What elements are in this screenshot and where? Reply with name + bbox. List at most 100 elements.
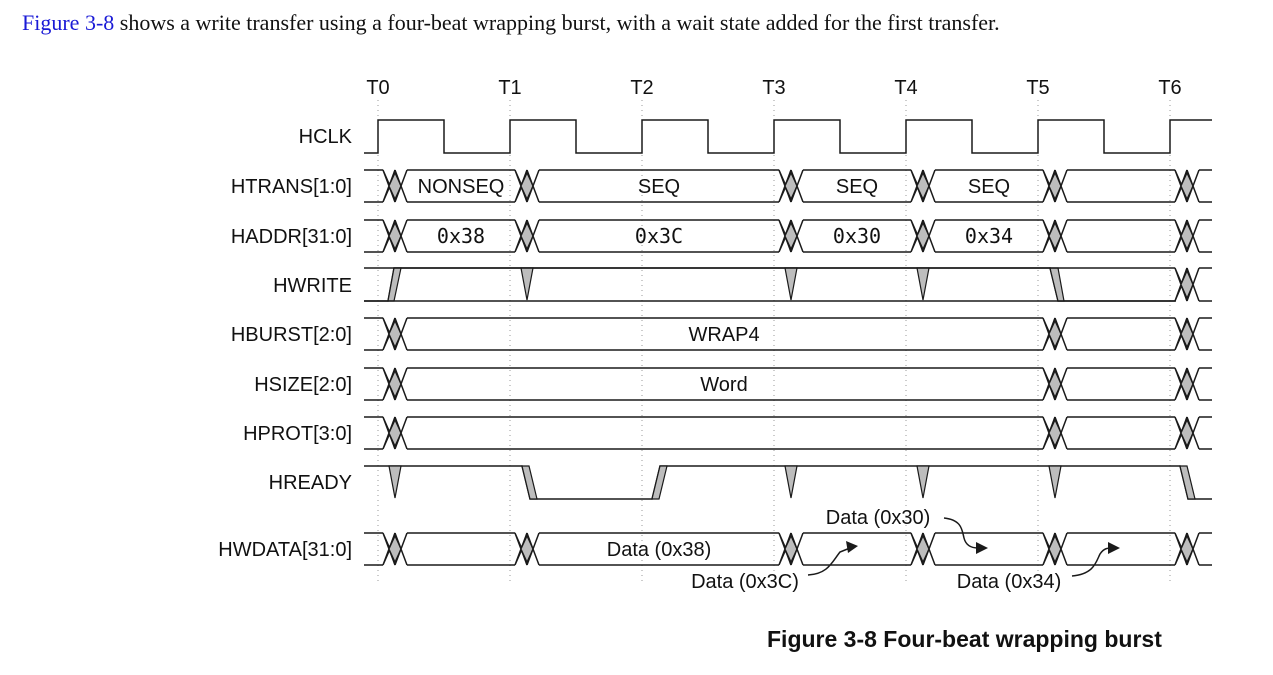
htrans-segment-2 <box>539 169 779 203</box>
hprot-cross-b-2 <box>1186 416 1200 450</box>
hprot-tail <box>1199 416 1212 450</box>
hready-rise <box>651 465 668 500</box>
htrans-segment-3 <box>803 169 911 203</box>
hwdata-segment-0 <box>364 532 383 566</box>
hburst-segment-1 <box>407 317 1043 351</box>
clock-label-t6: T6 <box>1158 77 1181 99</box>
hwdata-cross-b-5 <box>1186 532 1200 566</box>
waveforms <box>364 119 1212 566</box>
intro-text: shows a write transfer using a four-beat… <box>114 10 1000 35</box>
signal-name-haddr: HADDR[31:0] <box>231 226 352 248</box>
hwdata-cross-b-1 <box>526 532 540 566</box>
hprot-waveform <box>364 416 1212 450</box>
clock-label-t0: T0 <box>366 77 389 99</box>
haddr-transition-5 <box>1180 221 1194 251</box>
htrans-cross-b-5 <box>1186 169 1200 203</box>
signal-name-hready: HREADY <box>269 472 352 494</box>
hready-glitch-1 <box>784 465 798 499</box>
annotation-arrow-0x3c <box>807 547 851 576</box>
hsize-segment-2 <box>1067 367 1175 401</box>
htrans-cross-b-3 <box>922 169 936 203</box>
htrans-cross-b-1 <box>526 169 540 203</box>
hready-waveform <box>364 465 1212 500</box>
hwrite-waveform <box>364 267 1176 302</box>
hwdata-transition-0 <box>388 534 402 564</box>
htrans-transition-4 <box>1048 171 1062 201</box>
haddr-waveform <box>364 219 1212 253</box>
htrans-transition-2 <box>784 171 798 201</box>
haddr-segment-0 <box>364 219 383 253</box>
arrow-head-0x3c <box>846 541 858 553</box>
hprot-segment-0 <box>364 416 383 450</box>
hburst-cross-b-1 <box>1054 317 1068 351</box>
htrans-transition-5 <box>1180 171 1194 201</box>
hready-glitch-3 <box>1048 465 1062 499</box>
hwdata-annotations: Data (0x3C) Data (0x30) Data (0x34) <box>691 507 1120 593</box>
hwdata-segment-1 <box>407 532 515 566</box>
haddr-value-0x34: 0x34 <box>965 224 1013 248</box>
hprot-transition-2 <box>1180 418 1194 448</box>
annotation-data-0x34: Data (0x34) <box>957 571 1062 593</box>
hwdata-value-data-0x38: Data (0x38) <box>607 539 712 561</box>
hburst-transition-1 <box>1048 319 1062 349</box>
clock-label-t2: T2 <box>630 77 653 99</box>
hwdata-cross-b-2 <box>790 532 804 566</box>
hwdata-segment-4 <box>935 532 1043 566</box>
hwrite-end-transition-0 <box>1180 269 1194 300</box>
hwdata-transition-3 <box>916 534 930 564</box>
haddr-transition-4 <box>1048 221 1062 251</box>
haddr-segment-5 <box>1067 219 1175 253</box>
bus-values: NONSEQ SEQ SEQ SEQ 0x38 0x3C 0x30 0x34 W… <box>418 176 1013 561</box>
htrans-value-seq-2: SEQ <box>836 176 878 198</box>
hsize-cross-b-1 <box>1054 367 1068 401</box>
hprot-transition-0 <box>388 418 402 448</box>
hburst-segment-2 <box>1067 317 1175 351</box>
signal-names: HCLK HTRANS[1:0] HADDR[31:0] HWRITE HBUR… <box>218 126 352 561</box>
htrans-segment-5 <box>1067 169 1175 203</box>
hwdata-cross-b-4 <box>1054 532 1068 566</box>
haddr-cross-b-3 <box>922 219 936 253</box>
clock-label-t5: T5 <box>1026 77 1049 99</box>
htrans-transition-3 <box>916 171 930 201</box>
hwdata-segment-2 <box>539 532 779 566</box>
hwrite-end-segment-0 <box>364 267 1175 302</box>
haddr-value-0x30: 0x30 <box>833 224 881 248</box>
hwrite-rise <box>387 267 402 302</box>
haddr-cross-b-0 <box>394 219 408 253</box>
htrans-segment-4 <box>935 169 1043 203</box>
htrans-waveform <box>364 169 1212 203</box>
haddr-cross-b-1 <box>526 219 540 253</box>
signal-name-hprot: HPROT[3:0] <box>243 423 352 445</box>
hsize-segment-0 <box>364 367 383 401</box>
hwrite-glitch-1 <box>784 267 798 301</box>
hburst-tail <box>1199 317 1212 351</box>
signal-name-hclk: HCLK <box>299 126 353 148</box>
signal-name-hsize: HSIZE[2:0] <box>254 374 352 396</box>
hsize-transition-0 <box>388 369 402 399</box>
hready-end-fall <box>1179 465 1196 500</box>
haddr-segment-4 <box>935 219 1043 253</box>
hwrite-glitch-2 <box>916 267 930 301</box>
hburst-cross-b-2 <box>1186 317 1200 351</box>
hwrite-end-tail <box>1199 267 1212 302</box>
hready-glitch-0 <box>388 465 402 499</box>
hburst-waveform <box>364 317 1212 351</box>
hwrite-end-cross-b-0 <box>1186 267 1200 302</box>
clock-label-t4: T4 <box>894 77 917 99</box>
htrans-cross-b-0 <box>394 169 408 203</box>
hsize-cross-b-0 <box>394 367 408 401</box>
figure-reference-link[interactable]: Figure 3-8 <box>22 10 115 35</box>
hsize-tail <box>1199 367 1212 401</box>
hsize-waveform <box>364 367 1212 401</box>
intro-paragraph: Figure 3-8 shows a write transfer using … <box>22 10 1000 36</box>
clock-label-t3: T3 <box>762 77 785 99</box>
annotation-data-0x30: Data (0x30) <box>826 507 931 529</box>
hwdata-waveform <box>364 532 1212 566</box>
htrans-value-nonseq: NONSEQ <box>418 176 505 198</box>
hsize-value-word: Word <box>700 374 747 396</box>
hwdata-segment-3 <box>803 532 911 566</box>
hprot-transition-1 <box>1048 418 1062 448</box>
htrans-segment-1 <box>407 169 515 203</box>
haddr-transition-3 <box>916 221 930 251</box>
